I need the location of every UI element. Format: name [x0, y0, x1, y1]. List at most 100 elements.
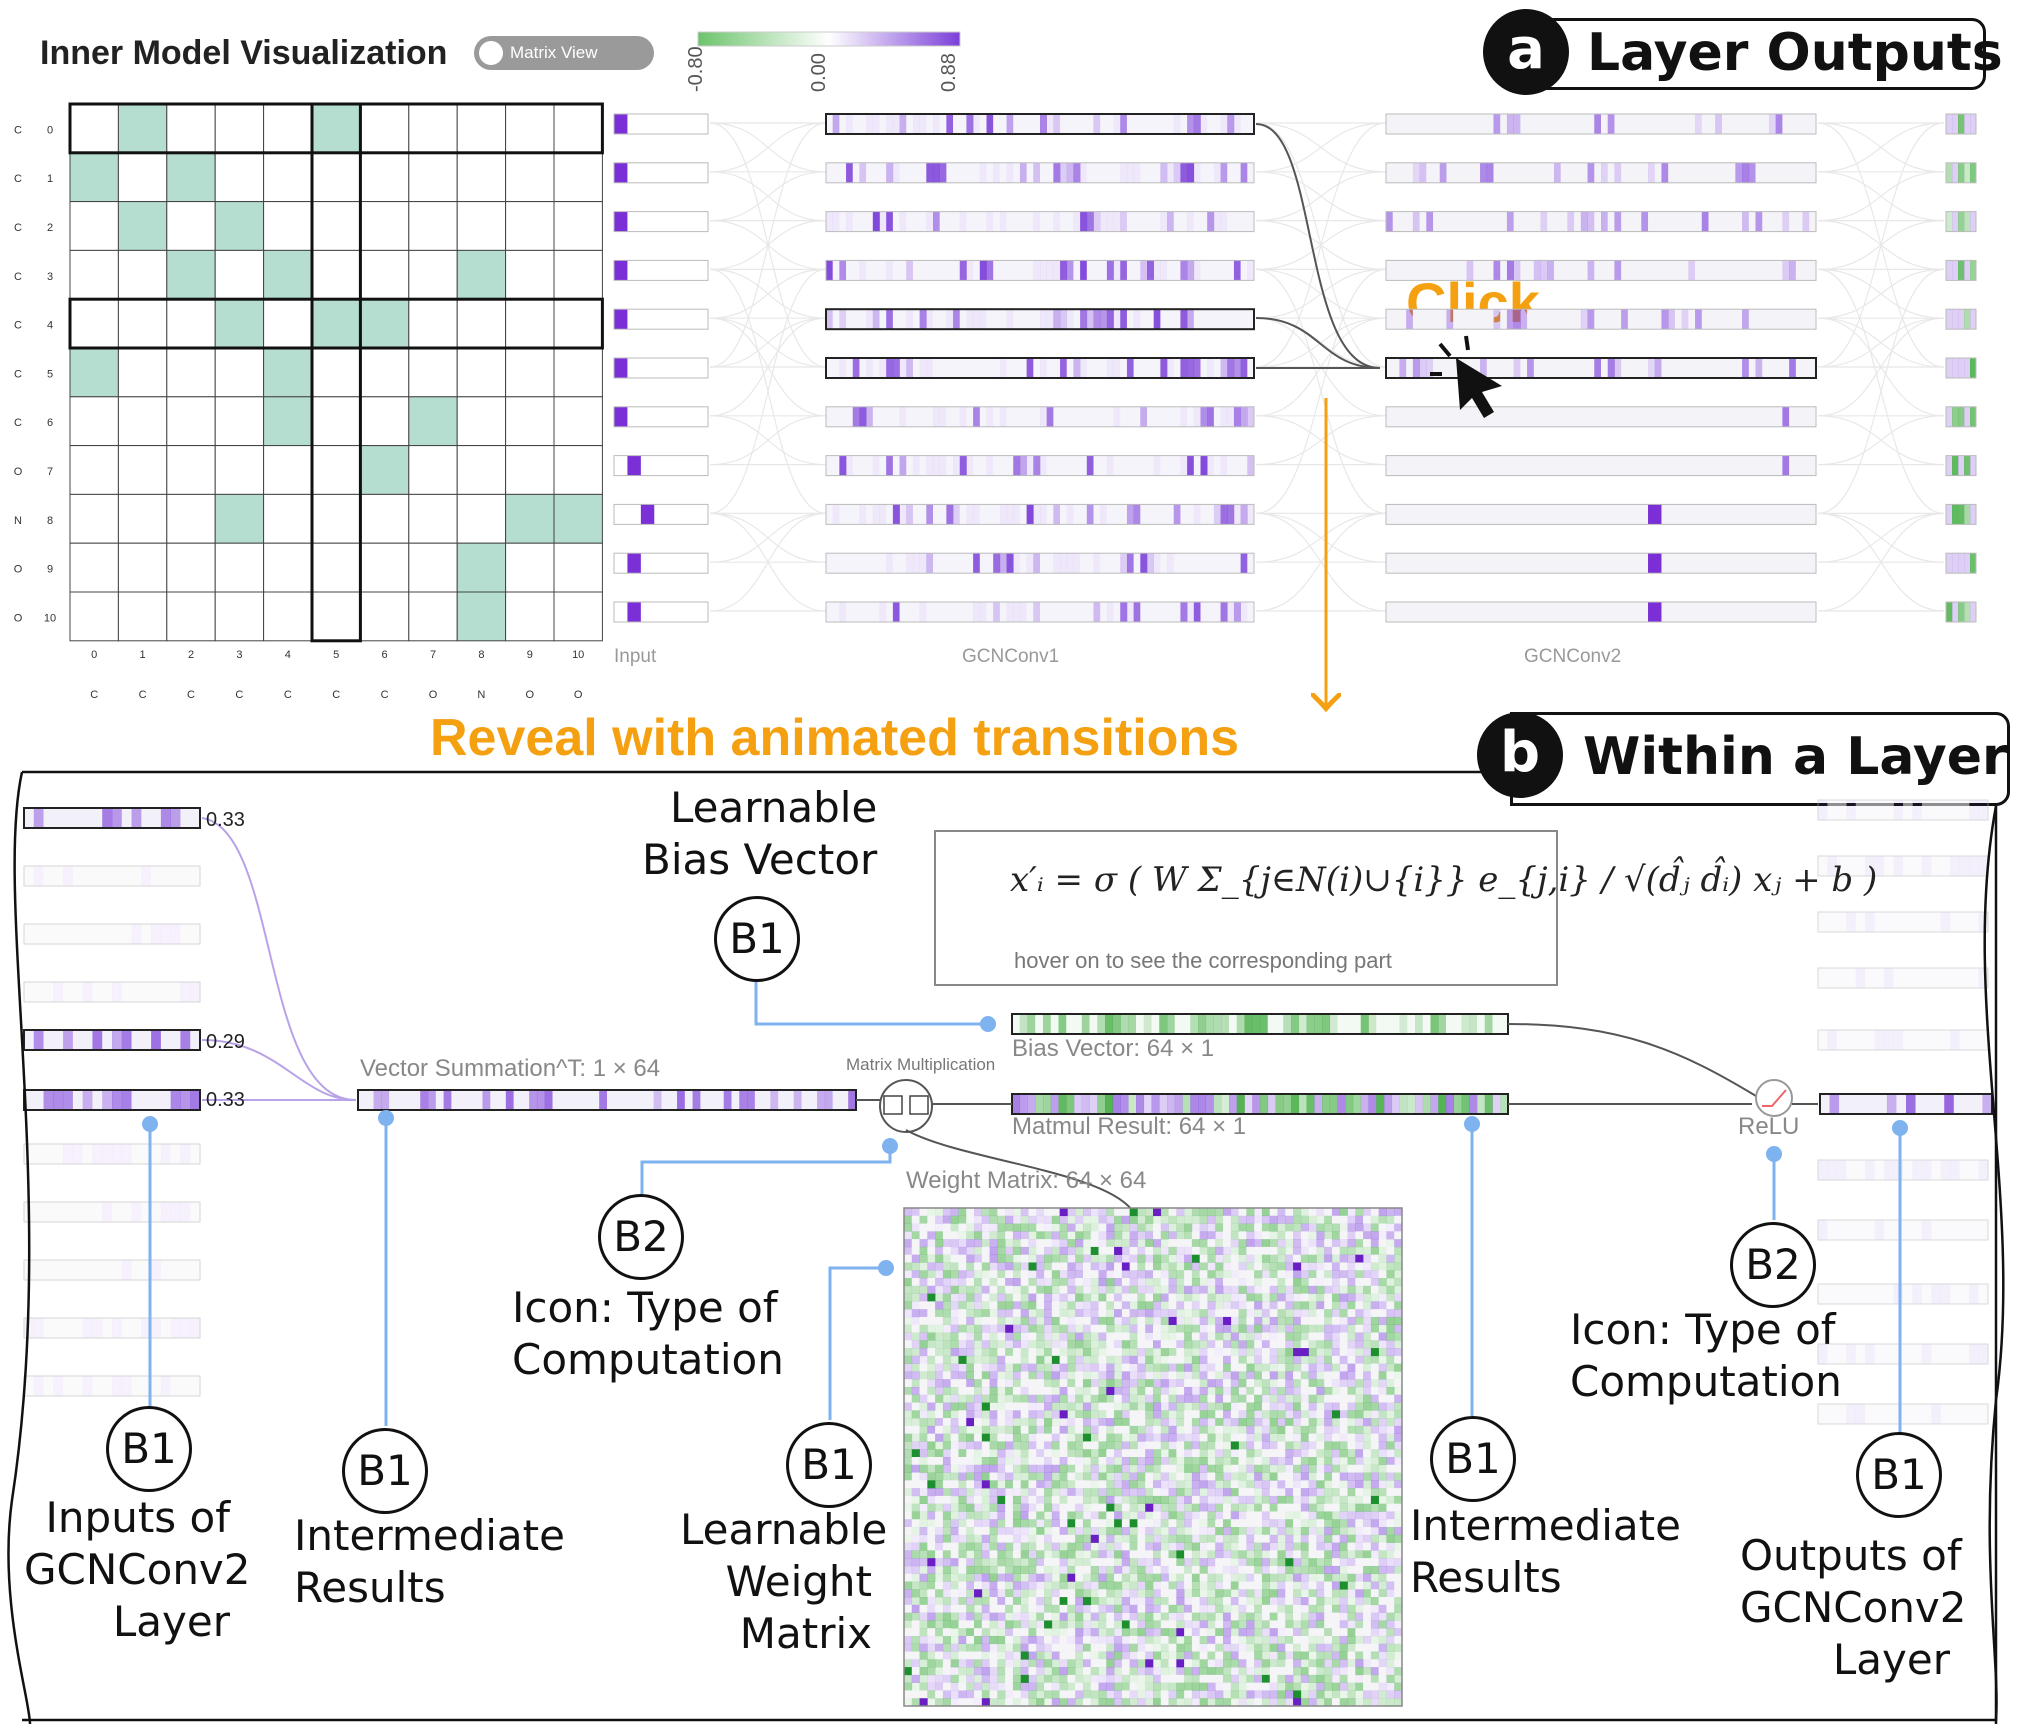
strip-cell: [879, 114, 887, 134]
strip-cell: [852, 553, 860, 574]
weight-cell: [1199, 1363, 1208, 1372]
strip-cell: [1931, 968, 1942, 988]
weight-cell: [1355, 1355, 1364, 1364]
matrix-view-toggle[interactable]: Matrix View: [474, 36, 654, 70]
matrix-cell: [263, 591, 313, 642]
matrix-cell: [505, 201, 555, 251]
strip-cell: [1100, 553, 1108, 574]
strip-cell: [839, 455, 847, 476]
weight-cell: [1137, 1425, 1146, 1434]
matrix-cell: [263, 201, 313, 251]
weight-cell: [1044, 1309, 1053, 1318]
weight-cell: [927, 1293, 936, 1302]
strip-cell: [667, 309, 682, 330]
strip-cell: [654, 260, 669, 281]
strip-cell: [986, 504, 994, 525]
weight-cell: [1106, 1495, 1115, 1504]
strip-cell: [1233, 358, 1241, 378]
strip-cell: [1789, 406, 1797, 427]
weight-cell: [1394, 1223, 1403, 1232]
strip-cell: [63, 866, 74, 886]
faint-edge: [709, 171, 827, 222]
strip-cell: [1681, 504, 1689, 525]
weight-cell: [1012, 1495, 1022, 1504]
weight-cell: [1308, 1379, 1317, 1388]
weight-cell: [942, 1239, 951, 1248]
weight-cell: [1308, 1270, 1317, 1279]
strip-border: [1945, 455, 1977, 477]
strip-cell: [1959, 968, 1970, 988]
strip-cell: [846, 504, 854, 525]
weight-cell: [966, 1215, 975, 1224]
weight-cell: [1106, 1457, 1115, 1466]
strip-cell: [1931, 800, 1942, 820]
strip-cell: [1187, 602, 1195, 622]
weight-cell: [1386, 1278, 1395, 1287]
weight-cell: [1168, 1464, 1177, 1473]
strip-cell: [1043, 1094, 1052, 1114]
weight-cell: [1051, 1457, 1060, 1466]
weight-cell: [919, 1418, 928, 1427]
strip-cell: [1153, 114, 1161, 134]
weight-cell: [1075, 1480, 1084, 1489]
weight-cell: [1191, 1246, 1200, 1255]
strip-cell: [1520, 309, 1528, 330]
weight-cell: [904, 1363, 913, 1372]
weight-cell: [1160, 1301, 1169, 1310]
weight-cell: [974, 1418, 983, 1427]
weight-cell: [1051, 1418, 1060, 1427]
strip-cell: [959, 260, 967, 281]
weight-cell: [950, 1301, 959, 1310]
weight-cell: [1261, 1394, 1271, 1403]
weight-cell: [1082, 1309, 1092, 1318]
strip-cell: [1607, 504, 1615, 525]
weight-cell: [1347, 1386, 1356, 1396]
weight-cell: [1191, 1278, 1200, 1287]
weight-cell: [1324, 1270, 1333, 1279]
weight-cell: [1184, 1340, 1193, 1349]
weight-cell: [1051, 1371, 1060, 1380]
strip-cell: [999, 309, 1007, 330]
weight-cell: [1308, 1285, 1317, 1294]
strip-cell: [43, 982, 54, 1002]
strip-cell: [1106, 211, 1114, 232]
weight-cell: [1082, 1402, 1092, 1411]
weight-cell: [1386, 1394, 1395, 1403]
matrix-cell: [311, 542, 361, 593]
weight-cell: [1363, 1348, 1372, 1357]
weight-cell: [1215, 1262, 1224, 1271]
strip-cell: [1634, 358, 1642, 378]
strip-cell: [667, 260, 682, 281]
strip-cell: [1140, 406, 1148, 427]
strip-cell: [899, 309, 907, 330]
strip-cell: [1160, 504, 1168, 525]
strip-cell: [1818, 1284, 1828, 1304]
weight-cell: [1363, 1371, 1372, 1380]
strip-cell: [1742, 504, 1750, 525]
weight-cell: [911, 1379, 920, 1388]
strip-cell: [1959, 800, 1970, 820]
weight-cell: [1293, 1441, 1302, 1450]
weight-cell: [935, 1402, 944, 1411]
weight-cell: [1137, 1262, 1146, 1271]
weight-cell: [1114, 1433, 1123, 1442]
strip-cell: [1574, 260, 1582, 281]
strip-cell: [1827, 800, 1838, 820]
weight-cell: [1137, 1254, 1146, 1263]
weight-cell: [1020, 1457, 1029, 1466]
weight-cell: [1044, 1394, 1053, 1403]
strip-cell: [1180, 602, 1188, 622]
toggle-knob[interactable]: [479, 41, 503, 65]
weight-cell: [1044, 1324, 1053, 1333]
strip-cell: [1762, 455, 1770, 476]
strip-cell: [1426, 553, 1434, 574]
weight-cell: [1184, 1215, 1193, 1224]
weight-cell: [1005, 1394, 1014, 1403]
strip-cell: [1337, 1094, 1346, 1114]
weight-cell: [1394, 1208, 1403, 1217]
weight-cell: [1331, 1402, 1341, 1411]
weight-cell: [981, 1254, 990, 1263]
weight-cell: [904, 1495, 913, 1504]
weight-cell: [1012, 1480, 1022, 1489]
weight-cell: [1370, 1355, 1379, 1364]
